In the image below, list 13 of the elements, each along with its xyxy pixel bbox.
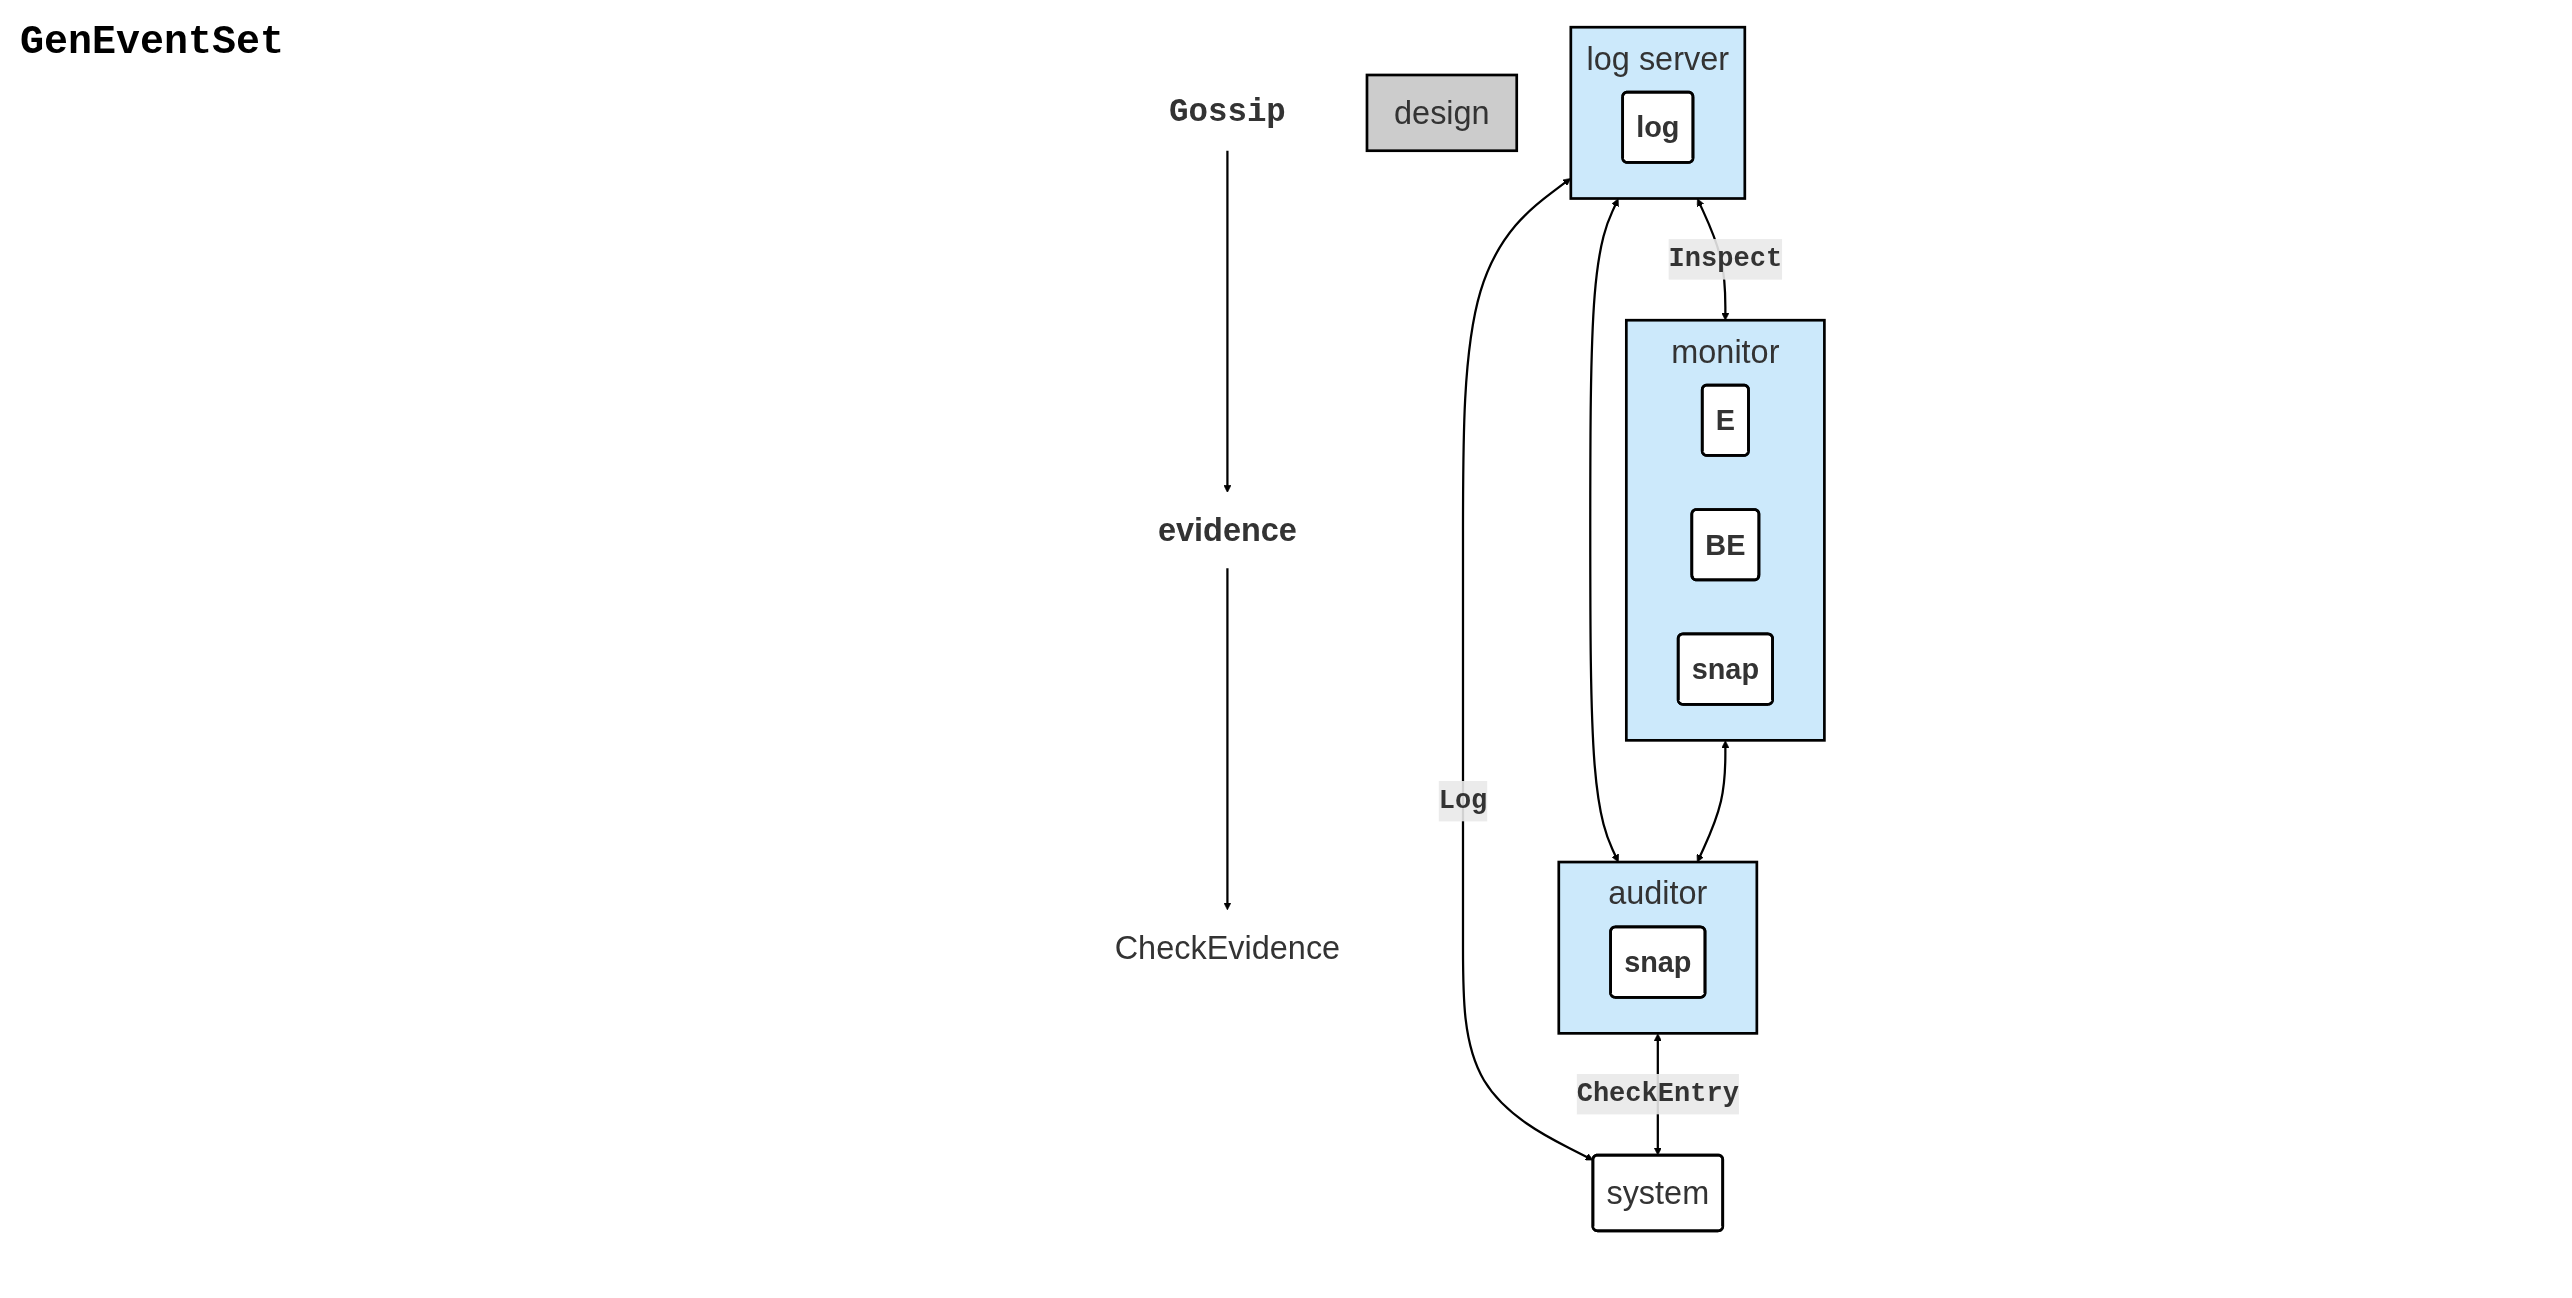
node-box: design <box>1365 73 1519 153</box>
annotation-label: GenEventSet <box>20 20 286 65</box>
node-text: evidence <box>1157 511 1297 549</box>
arrow <box>1461 178 1594 1161</box>
arrow <box>1223 150 1232 493</box>
edge-label: Log <box>1438 785 1488 817</box>
arrow <box>1589 198 1619 863</box>
edge-label: CheckEntry <box>1576 1078 1739 1110</box>
edge-label: Inspect <box>1668 243 1783 275</box>
node-text: CheckEvidence <box>1114 928 1341 966</box>
arrow <box>1696 740 1730 863</box>
arrow <box>1223 568 1232 911</box>
node-text: Gossip <box>1168 93 1286 131</box>
